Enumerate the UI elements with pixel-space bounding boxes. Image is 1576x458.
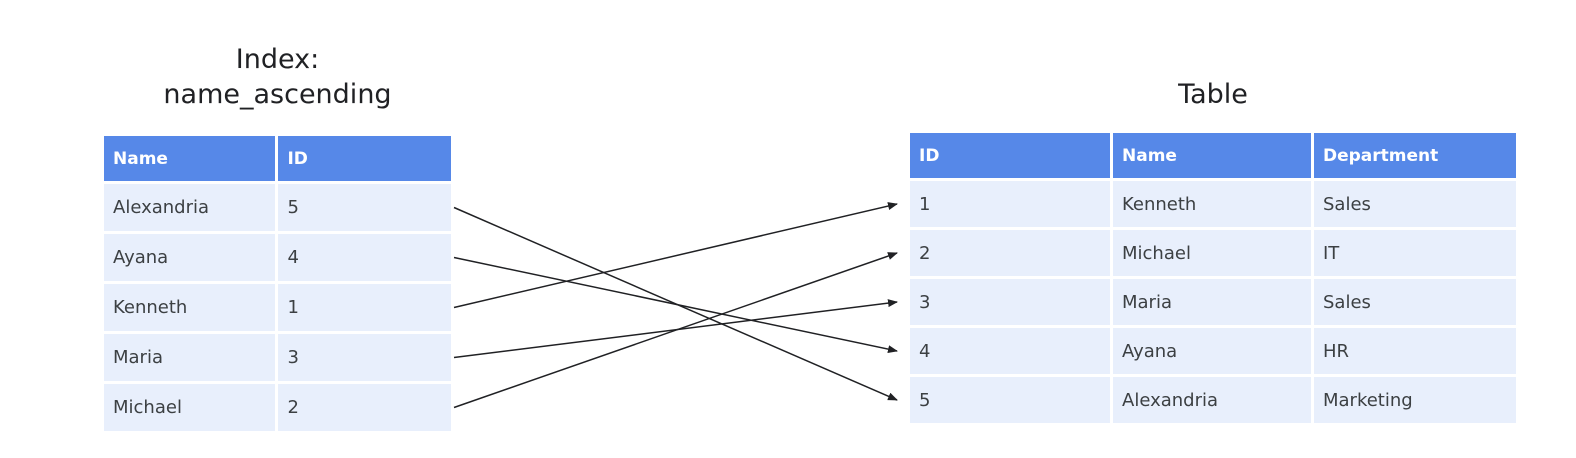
index-row: Kenneth 1 bbox=[104, 284, 451, 331]
table-cell-id: 3 bbox=[910, 279, 1110, 325]
table-row: 5 Alexandria Marketing bbox=[910, 377, 1516, 423]
index-header-name: Name bbox=[104, 136, 276, 181]
index-row: Maria 3 bbox=[104, 334, 451, 381]
index-cell-id: 1 bbox=[278, 284, 451, 331]
table-cell-department: Marketing bbox=[1313, 377, 1516, 423]
table-cell-department: IT bbox=[1313, 230, 1516, 276]
table-row: 2 Michael IT bbox=[910, 230, 1516, 276]
index-cell-name: Michael bbox=[104, 384, 276, 431]
index-cell-name: Maria bbox=[104, 334, 276, 381]
table-cell-name: Michael bbox=[1113, 230, 1311, 276]
table-title: Table bbox=[1178, 79, 1248, 110]
table-cell-id: 1 bbox=[910, 181, 1110, 227]
table-cell-name: Maria bbox=[1113, 279, 1311, 325]
table-header-row: ID Name Department bbox=[910, 133, 1516, 178]
pointer-arrow bbox=[453, 252, 898, 409]
index-table: Name ID Alexandria 5 Ayana 4 Kenneth 1 M… bbox=[101, 133, 454, 434]
index-title: Index: name_ascending bbox=[104, 42, 451, 112]
index-title-line1: Index: bbox=[235, 44, 320, 75]
data-table: ID Name Department 1 Kenneth Sales 2 Mic… bbox=[907, 130, 1519, 426]
index-cell-id: 5 bbox=[278, 184, 451, 231]
index-title-line2: name_ascending bbox=[163, 79, 392, 110]
table-cell-name: Ayana bbox=[1113, 328, 1311, 374]
index-row: Michael 2 bbox=[104, 384, 451, 431]
table-cell-name: Kenneth bbox=[1113, 181, 1311, 227]
table-row: 4 Ayana HR bbox=[910, 328, 1516, 374]
pointer-arrow bbox=[453, 202, 898, 309]
table-cell-id: 2 bbox=[910, 230, 1110, 276]
table-row: 1 Kenneth Sales bbox=[910, 181, 1516, 227]
index-cell-name: Alexandria bbox=[104, 184, 276, 231]
table-cell-name: Alexandria bbox=[1113, 377, 1311, 423]
table-cell-department: Sales bbox=[1313, 279, 1516, 325]
index-cell-name: Kenneth bbox=[104, 284, 276, 331]
table-cell-department: HR bbox=[1313, 328, 1516, 374]
table-cell-id: 4 bbox=[910, 328, 1110, 374]
table-cell-department: Sales bbox=[1313, 181, 1516, 227]
table-header-name: Name bbox=[1113, 133, 1311, 178]
index-cell-id: 4 bbox=[278, 234, 451, 281]
table-cell-id: 5 bbox=[910, 377, 1110, 423]
index-cell-name: Ayana bbox=[104, 234, 276, 281]
index-cell-id: 2 bbox=[278, 384, 451, 431]
index-row: Ayana 4 bbox=[104, 234, 451, 281]
table-header-id: ID bbox=[910, 133, 1110, 178]
index-header-row: Name ID bbox=[104, 136, 451, 181]
table-row: 3 Maria Sales bbox=[910, 279, 1516, 325]
table-header-department: Department bbox=[1313, 133, 1516, 178]
index-row: Alexandria 5 bbox=[104, 184, 451, 231]
pointer-arrow bbox=[453, 256, 898, 354]
index-header-id: ID bbox=[278, 136, 451, 181]
index-cell-id: 3 bbox=[278, 334, 451, 381]
